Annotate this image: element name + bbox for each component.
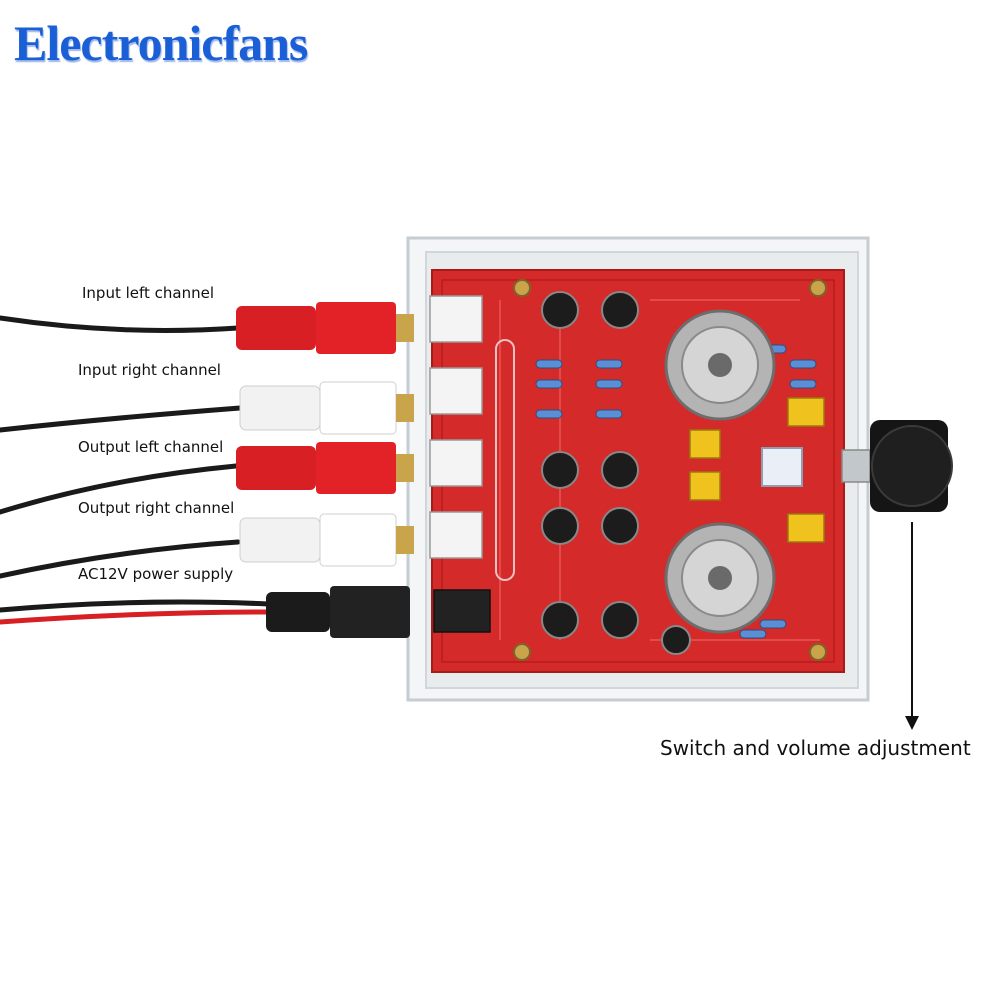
label-output-left: Output left channel bbox=[78, 438, 224, 456]
label-output-right: Output right channel bbox=[78, 499, 235, 517]
jack-sockets bbox=[429, 295, 491, 633]
cables bbox=[0, 315, 271, 625]
rca-plug-input-right bbox=[239, 381, 414, 435]
cable-output-left bbox=[0, 463, 239, 515]
power-switch bbox=[761, 447, 803, 487]
cable-input-right bbox=[0, 405, 243, 433]
label-switch-volume: Switch and volume adjustment bbox=[660, 736, 971, 760]
dc-power-plug bbox=[266, 586, 410, 638]
vacuum-tube-top bbox=[664, 309, 776, 421]
rca-plug-output-left bbox=[236, 442, 414, 494]
screws bbox=[513, 279, 827, 661]
capacitors bbox=[541, 291, 691, 655]
volume-knob bbox=[841, 420, 953, 512]
vacuum-tube-bottom bbox=[664, 522, 776, 634]
film-capacitors bbox=[689, 397, 825, 543]
cable-power-black bbox=[0, 599, 271, 613]
cable-output-right bbox=[0, 539, 241, 579]
cable-power-red bbox=[0, 609, 271, 625]
rca-plug-output-right bbox=[239, 513, 414, 567]
rca-plug-input-left bbox=[236, 302, 414, 354]
arrow-down-icon bbox=[905, 522, 919, 730]
label-input-right: Input right channel bbox=[78, 361, 221, 379]
label-power: AC12V power supply bbox=[78, 565, 234, 583]
brand-logo: Electronicfans bbox=[14, 15, 308, 71]
label-input-left: Input left channel bbox=[82, 284, 215, 302]
cable-input-left bbox=[0, 315, 241, 333]
